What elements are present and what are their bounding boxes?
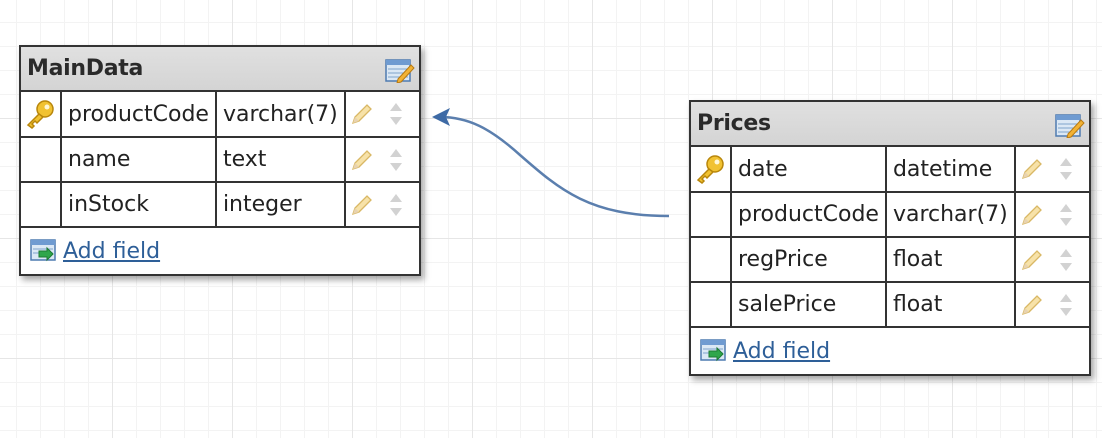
add-field-icon[interactable] xyxy=(699,338,729,364)
key-icon xyxy=(691,154,730,184)
table-footer: Add field xyxy=(21,228,419,274)
pencil-icon[interactable] xyxy=(1020,293,1044,317)
field-name[interactable]: name xyxy=(61,137,217,183)
field-row[interactable]: salePrice float xyxy=(691,282,1089,328)
field-name[interactable]: salePrice xyxy=(731,282,887,328)
pencil-icon[interactable] xyxy=(350,193,374,217)
field-row[interactable]: inStock integer xyxy=(21,182,419,228)
up-down-arrows-icon[interactable] xyxy=(1058,156,1074,182)
relation-arrowhead xyxy=(432,108,450,126)
field-name[interactable]: date xyxy=(731,147,887,193)
field-type[interactable]: float xyxy=(885,237,1016,283)
field-row[interactable]: date datetime xyxy=(691,147,1089,193)
field-actions xyxy=(1014,147,1089,193)
key-cell xyxy=(691,237,732,283)
field-name[interactable]: productCode xyxy=(61,92,217,138)
key-cell xyxy=(21,182,62,228)
up-down-arrows-icon[interactable] xyxy=(1058,202,1074,228)
field-actions xyxy=(344,182,419,228)
table-header[interactable]: MainData xyxy=(21,47,419,92)
field-actions xyxy=(1014,282,1089,328)
pencil-icon[interactable] xyxy=(1020,203,1044,227)
field-row[interactable]: name text xyxy=(21,137,419,183)
table-prices[interactable]: Prices date xyxy=(689,100,1091,376)
edit-table-icon[interactable] xyxy=(385,57,415,83)
pencil-icon[interactable] xyxy=(1020,157,1044,181)
table-footer: Add field xyxy=(691,328,1089,374)
pencil-icon[interactable] xyxy=(1020,248,1044,272)
up-down-arrows-icon[interactable] xyxy=(1058,247,1074,273)
field-actions xyxy=(344,92,419,138)
key-cell xyxy=(691,282,732,328)
pencil-icon[interactable] xyxy=(350,102,374,126)
field-type[interactable]: varchar(7) xyxy=(885,192,1016,238)
field-name[interactable]: inStock xyxy=(61,182,217,228)
key-cell xyxy=(691,192,732,238)
field-type[interactable]: text xyxy=(215,137,346,183)
add-field-link[interactable]: Add field xyxy=(733,338,831,364)
up-down-arrows-icon[interactable] xyxy=(388,192,404,218)
field-type[interactable]: datetime xyxy=(885,147,1016,193)
key-cell xyxy=(691,147,732,193)
table-title: Prices xyxy=(697,111,771,136)
field-row[interactable]: productCode varchar(7) xyxy=(691,192,1089,238)
pencil-icon[interactable] xyxy=(350,148,374,172)
field-type[interactable]: varchar(7) xyxy=(215,92,346,138)
field-actions xyxy=(1014,192,1089,238)
edit-table-icon[interactable] xyxy=(1055,112,1085,138)
field-actions xyxy=(1014,237,1089,283)
field-row[interactable]: regPrice float xyxy=(691,237,1089,283)
table-header[interactable]: Prices xyxy=(691,102,1089,147)
up-down-arrows-icon[interactable] xyxy=(1058,292,1074,318)
key-icon xyxy=(21,99,60,129)
up-down-arrows-icon[interactable] xyxy=(388,147,404,173)
key-cell xyxy=(21,92,62,138)
up-down-arrows-icon[interactable] xyxy=(388,101,404,127)
table-maindata[interactable]: MainData pro xyxy=(19,45,421,276)
add-field-icon[interactable] xyxy=(29,238,59,264)
field-type[interactable]: float xyxy=(885,282,1016,328)
field-name[interactable]: productCode xyxy=(731,192,887,238)
add-field-link[interactable]: Add field xyxy=(63,238,161,264)
table-title: MainData xyxy=(27,56,144,81)
field-actions xyxy=(344,137,419,183)
key-cell xyxy=(21,137,62,183)
field-type[interactable]: integer xyxy=(215,182,346,228)
field-row[interactable]: productCode varchar(7) xyxy=(21,92,419,138)
field-name[interactable]: regPrice xyxy=(731,237,887,283)
